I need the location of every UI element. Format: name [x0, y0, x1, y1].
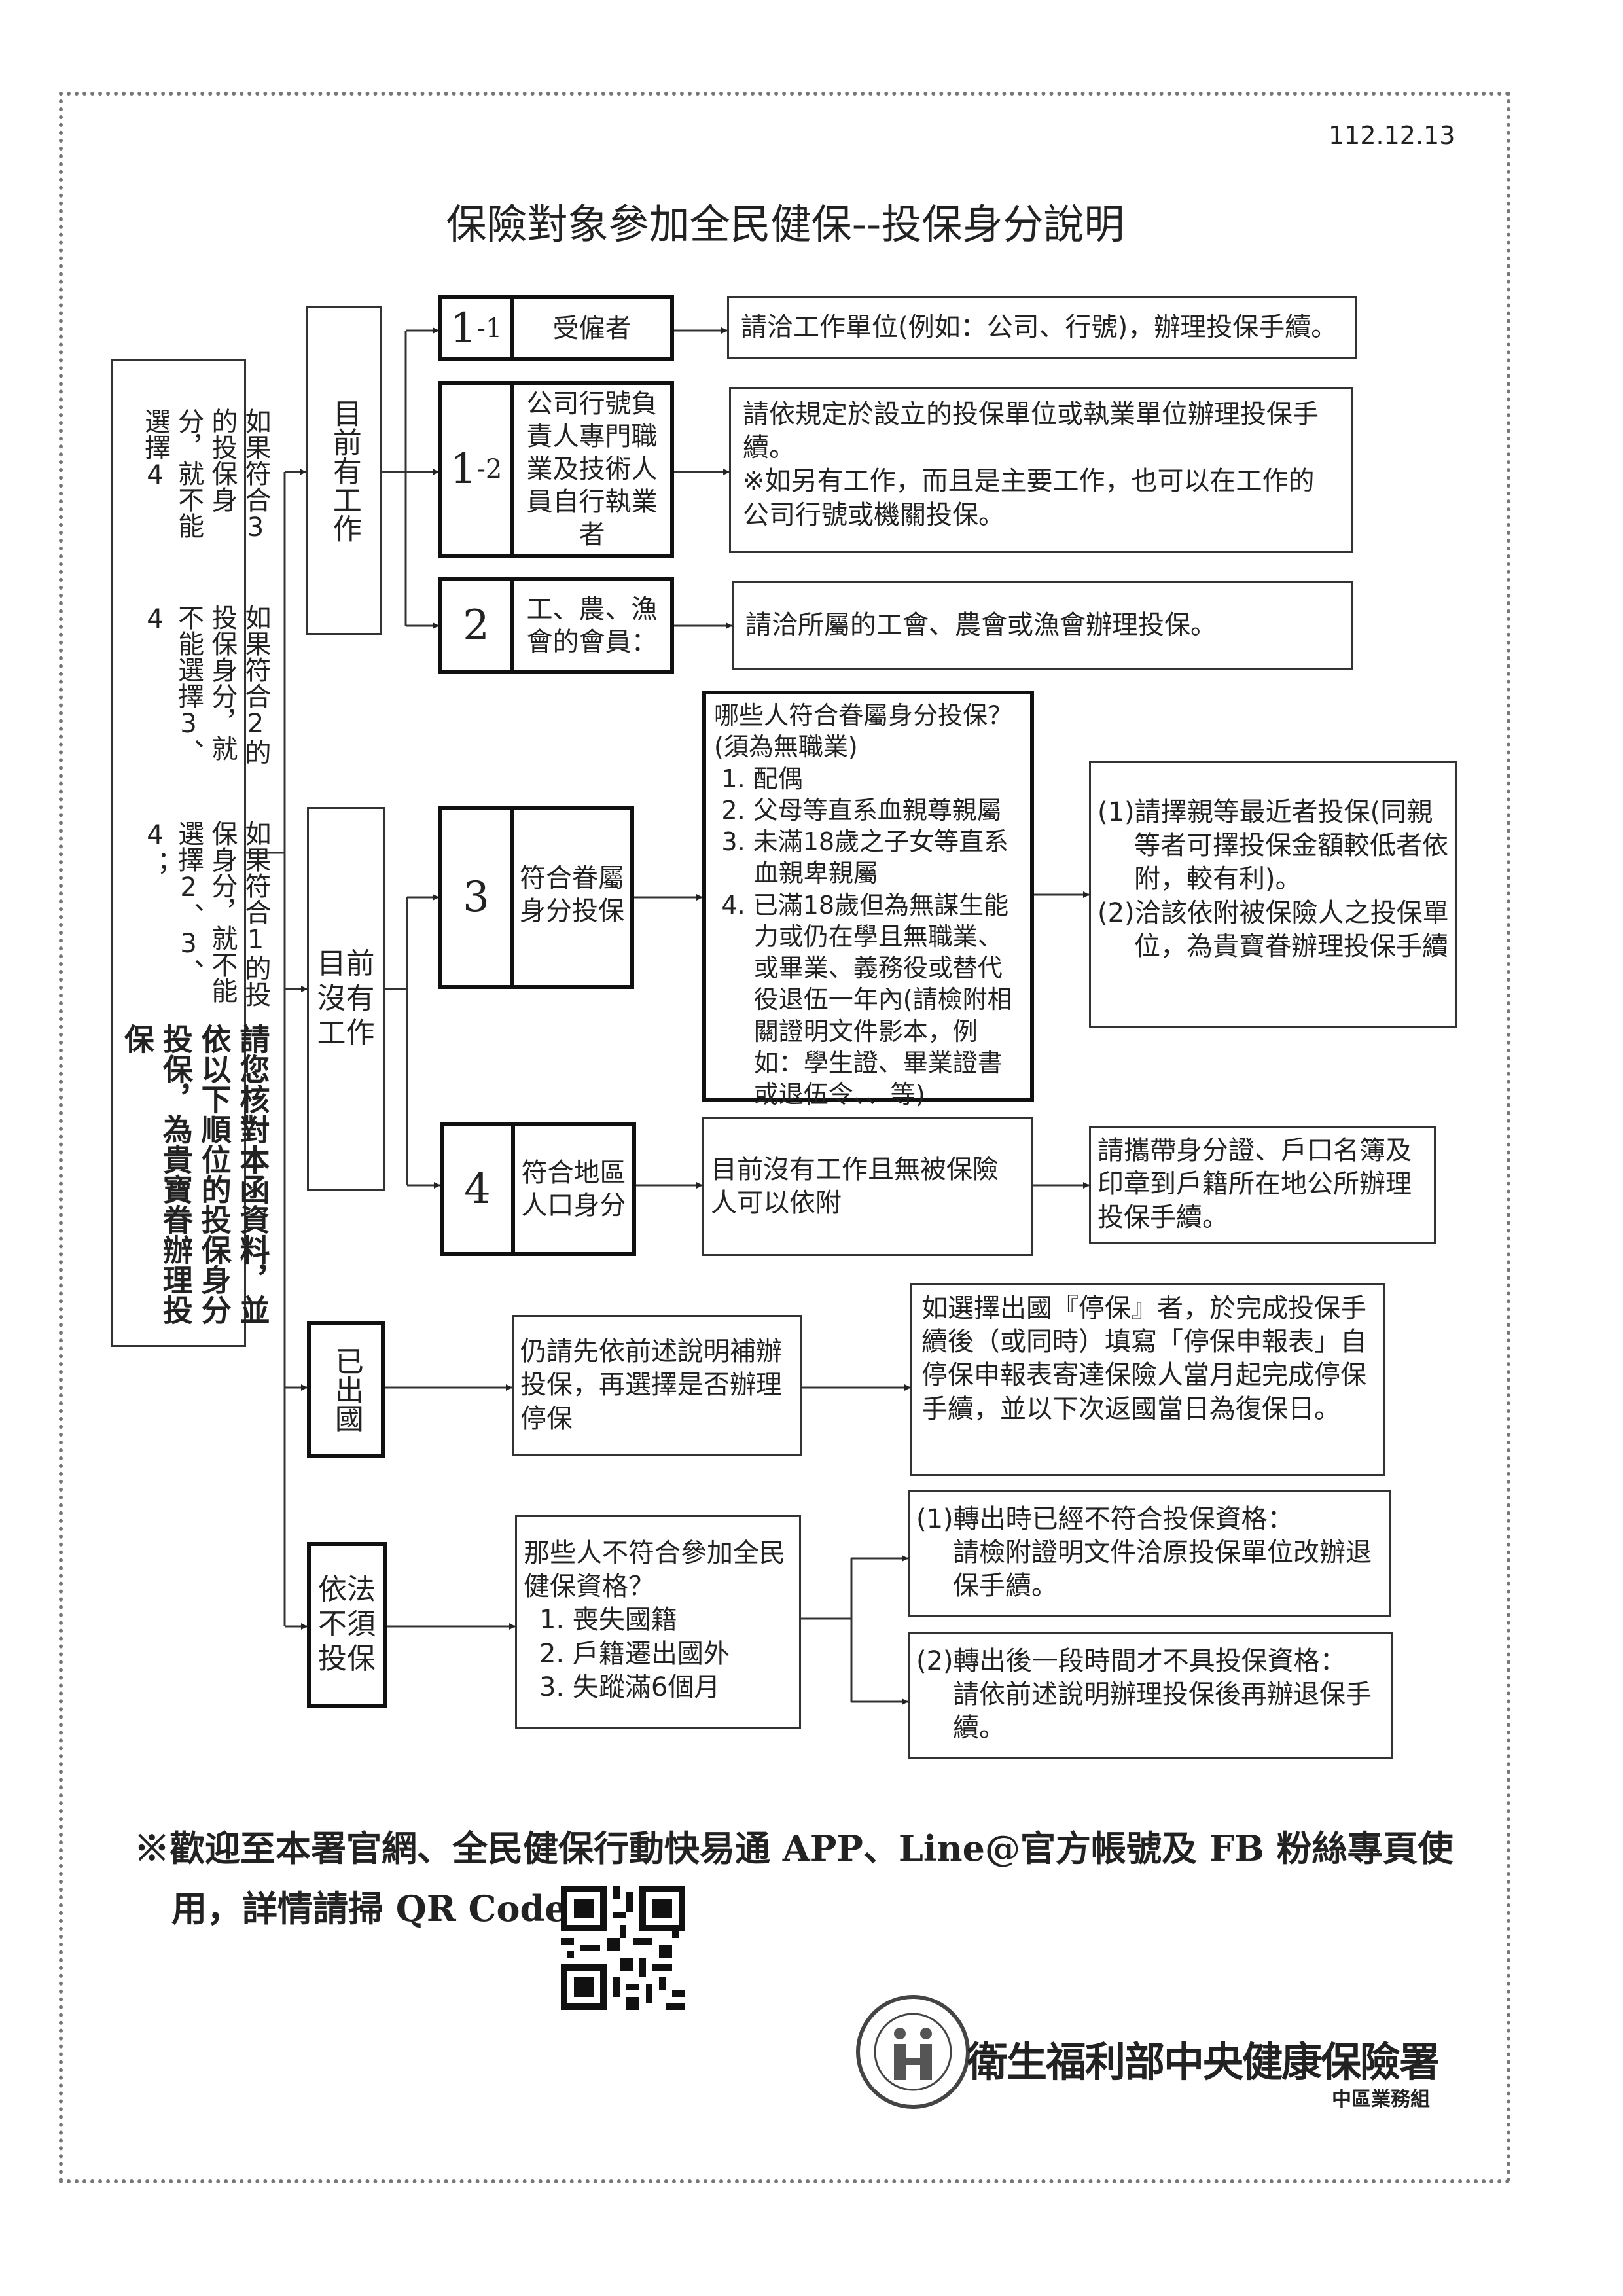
- category-employed-label: 目前有工作: [327, 398, 361, 543]
- exempt-result-2: (2)轉出後一段時間才不具投保資格： 請依前述說明辦理投保後再辦退保手續。: [908, 1632, 1393, 1759]
- abroad-result: 如選擇出國『停保』者，於完成投保手續後（或同時）填寫「停保申報表」自停保申報表寄…: [910, 1283, 1385, 1476]
- result-2: 請洽所屬的工會、農會或漁會辦理投保。: [732, 581, 1353, 670]
- footer-note-line-1: ※歡迎至本署官網、全民健保行動快易通 APP、Line@官方帳號及 FB 粉絲專…: [134, 1827, 1454, 1869]
- result-1-2-note: ※如另有工作，而且是主要工作，也可以在工作的公司行號或機關投保。: [743, 466, 1315, 530]
- result-3: (1)請擇親等最近者投保(同親等者可擇投保金額較低者依附，較有利)。 (2)洽該…: [1089, 761, 1457, 1028]
- footer-note-line-2: 用，詳情請掃 QR Code: [171, 1888, 567, 1929]
- dependent-question: 哪些人符合眷屬身分投保？(須為無職業): [714, 701, 1013, 762]
- item-label: 工、農、漁會的會員：: [526, 594, 658, 657]
- document-date: 112.12.13: [1329, 121, 1455, 150]
- item-label: 符合眷屬身分投保: [520, 863, 624, 926]
- dependent-criteria: 哪些人符合眷屬身分投保？(須為無職業) 1. 配偶 2. 父母等直系血親尊親屬 …: [702, 691, 1034, 1109]
- exempt-question: 那些人不符合參加全民健保資格？: [524, 1538, 785, 1602]
- item-number: 2: [442, 581, 514, 670]
- category-exempt-label: 依法不須投保: [318, 1573, 376, 1676]
- agency-name: 衛生福利部中央健康保險署: [967, 2038, 1440, 2086]
- item-label: 符合地區人口身分: [521, 1157, 626, 1221]
- division-name: 中區業務組: [1332, 2088, 1430, 2111]
- category-abroad: 已出國: [307, 1321, 385, 1458]
- note-main: 請您核對本函資料，並依以下順位的投保身分投保，為貴寶眷辦理投保: [119, 1024, 271, 1325]
- exempt-criteria: 那些人不符合參加全民健保資格？ 1. 喪失國籍 2. 戶籍遷出國外 3. 失蹤滿…: [515, 1515, 801, 1729]
- item-number: 4: [444, 1126, 515, 1252]
- exempt-item: 1. 喪失國籍: [539, 1605, 677, 1636]
- instruction-note: 如果符合3的投保身分，就不能選擇4 如果符合2的投保身分，就不能選擇3、4 如果…: [111, 359, 271, 1347]
- category-exempt: 依法不須投保: [307, 1542, 387, 1708]
- result-4: 請攜帶身分證、戶口名簿及印章到戶籍所在地公所辦理投保手續。: [1089, 1126, 1436, 1244]
- item-3: 3 符合眷屬身分投保: [438, 806, 634, 989]
- result-3-text-1: (1)請擇親等最近者投保(同親等者可擇投保金額較低者依附，較有利)。: [1097, 797, 1448, 895]
- item-number: 1-1: [442, 299, 514, 357]
- abroad-step: 仍請先依前述說明補辦投保，再選擇是否辦理停保: [512, 1315, 802, 1456]
- dependent-item: 4. 已滿18歲但為無謀生能力或仍在學且無職業、或畢業、義務役或替代役退伍一年內…: [721, 890, 1012, 1109]
- note-rule-1: 如果符合1的投保身分，就不能選擇2、3、4；: [139, 819, 271, 1007]
- item-number: 1-2: [442, 385, 514, 554]
- exempt-result-1-body: 請檢附證明文件洽原投保單位改辦退保手續。: [953, 1537, 1372, 1602]
- item-4: 4 符合地區人口身分: [440, 1122, 636, 1256]
- item-1-2: 1-2 公司行號負責人專門職業及技術人員自行執業者: [438, 381, 674, 558]
- result-1-2: 請依規定於設立的投保單位或執業單位辦理投保手續。 ※如另有工作，而且是主要工作，…: [729, 387, 1353, 553]
- item-2: 2 工、農、漁會的會員：: [438, 577, 674, 674]
- category-abroad-label: 已出國: [329, 1346, 363, 1433]
- result-3-text-2: (2)洽該依附被保險人之投保單位，為貴寶眷辦理投保手續: [1097, 897, 1449, 961]
- item-number: 3: [442, 810, 514, 985]
- exempt-result-1-title: (1)轉出時已經不符合投保資格：: [916, 1504, 1294, 1534]
- exempt-item: 3. 失蹤滿6個月: [539, 1672, 721, 1702]
- category-unemployed-label: 目前沒有工作: [317, 947, 375, 1050]
- dependent-item: 1. 配偶: [721, 764, 803, 793]
- item-label: 受僱者: [552, 313, 632, 344]
- result-1-1: 請洽工作單位(例如：公司、行號)，辦理投保手續。: [727, 296, 1357, 359]
- decorative-border: [59, 92, 1510, 2183]
- dependent-item: 3. 未滿18歲之子女等直系血親卑親屬: [721, 827, 1009, 888]
- item-1-1: 1-1 受僱者: [438, 295, 674, 361]
- page-title: 保險對象參加全民健保--投保身分說明: [446, 200, 1125, 248]
- condition-4: 目前沒有工作且無被保險人可以依附: [702, 1117, 1033, 1256]
- exempt-result-2-body: 請依前述說明辦理投保後再辦退保手續。: [953, 1679, 1372, 1744]
- nhi-logo: [856, 1995, 970, 2109]
- category-unemployed: 目前沒有工作: [307, 807, 385, 1191]
- result-1-2-text: 請依規定於設立的投保單位或執業單位辦理投保手續。: [743, 399, 1319, 463]
- dependent-item: 2. 父母等直系血親尊親屬: [721, 795, 1002, 825]
- category-employed: 目前有工作: [306, 306, 382, 635]
- item-label: 公司行號負責人專門職業及技術人員自行執業者: [526, 389, 658, 550]
- exempt-result-1: (1)轉出時已經不符合投保資格： 請檢附證明文件洽原投保單位改辦退保手續。: [908, 1490, 1391, 1617]
- exempt-result-2-title: (2)轉出後一段時間才不具投保資格：: [916, 1646, 1346, 1676]
- qr-code[interactable]: [561, 1886, 685, 2010]
- note-rule-3: 如果符合3的投保身分，就不能選擇4: [139, 408, 271, 543]
- exempt-item: 2. 戶籍遷出國外: [539, 1638, 730, 1669]
- note-rule-2: 如果符合2的投保身分，就不能選擇3、4: [139, 604, 271, 766]
